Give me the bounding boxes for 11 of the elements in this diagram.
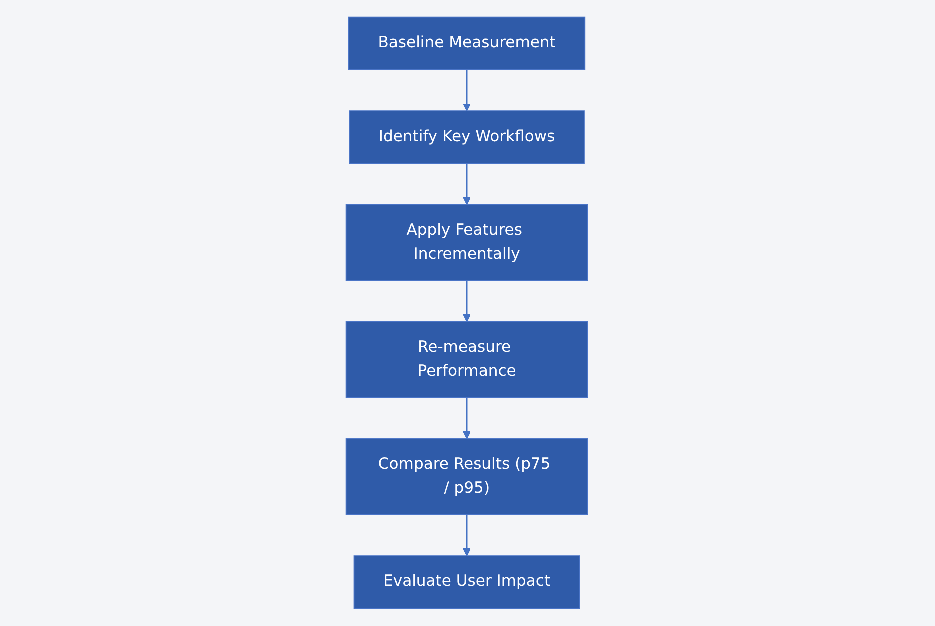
arrow bbox=[463, 398, 472, 440]
arrow bbox=[463, 70, 472, 112]
node-box: Evaluate User Impact bbox=[354, 556, 581, 610]
node-box: Baseline Measurement bbox=[348, 16, 586, 70]
node-box: Apply Features Incrementally bbox=[346, 204, 589, 282]
arrow bbox=[463, 164, 472, 206]
arrow bbox=[463, 514, 472, 556]
arrow bbox=[463, 280, 472, 322]
node-box: Identify Key Workflows bbox=[350, 110, 586, 164]
node-box: Compare Results (p75 / p95) bbox=[346, 438, 589, 516]
node-box: Re-measure Performance bbox=[346, 321, 589, 398]
